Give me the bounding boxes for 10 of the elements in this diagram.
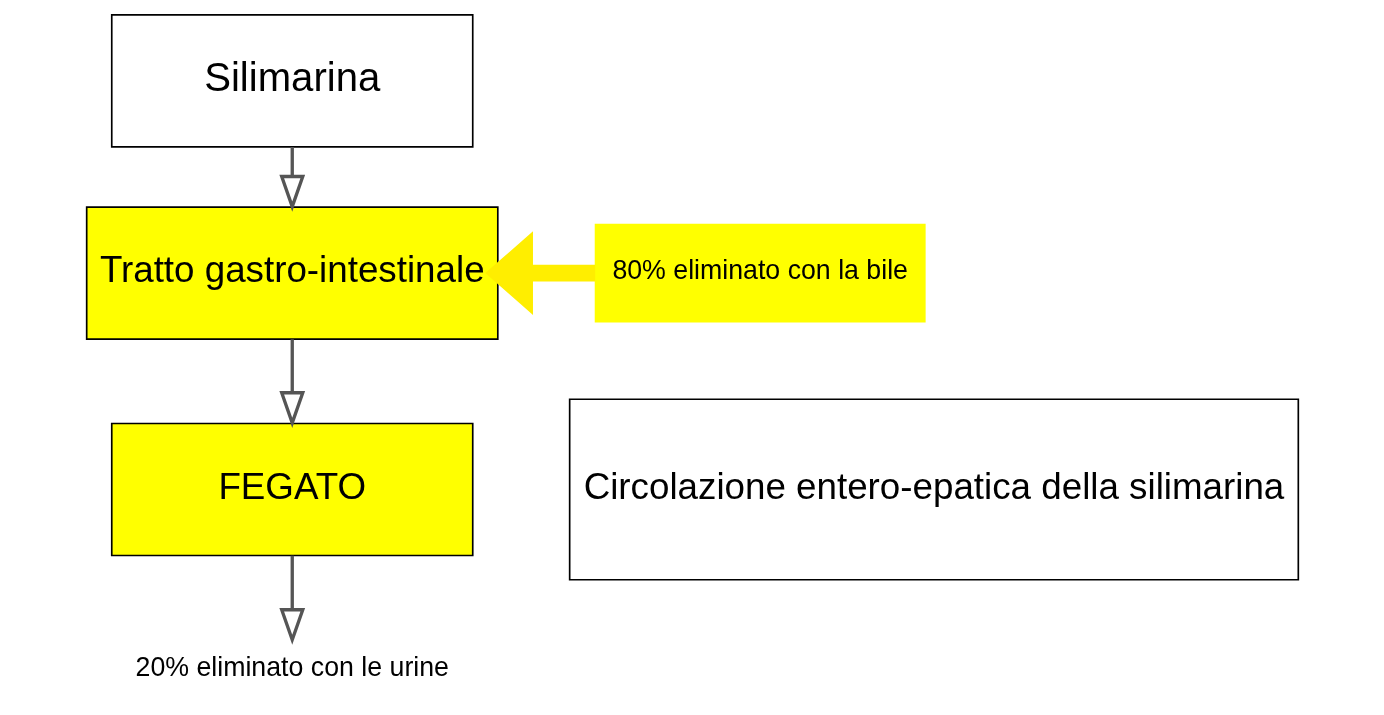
node-box: Silimarina [110, 14, 474, 148]
node-box: 80% eliminato con la bile [594, 223, 926, 323]
node-box: FEGATO [110, 422, 474, 557]
node-box: Circolazione entero-epatica della silimarina [568, 398, 1299, 581]
node-text: 20% eliminato con le urine [135, 652, 449, 683]
arrow [484, 231, 595, 315]
node-box: Tratto gastro-intestinale [85, 206, 499, 340]
arrow [278, 147, 305, 212]
arrow [278, 339, 305, 428]
arrow [278, 555, 305, 645]
